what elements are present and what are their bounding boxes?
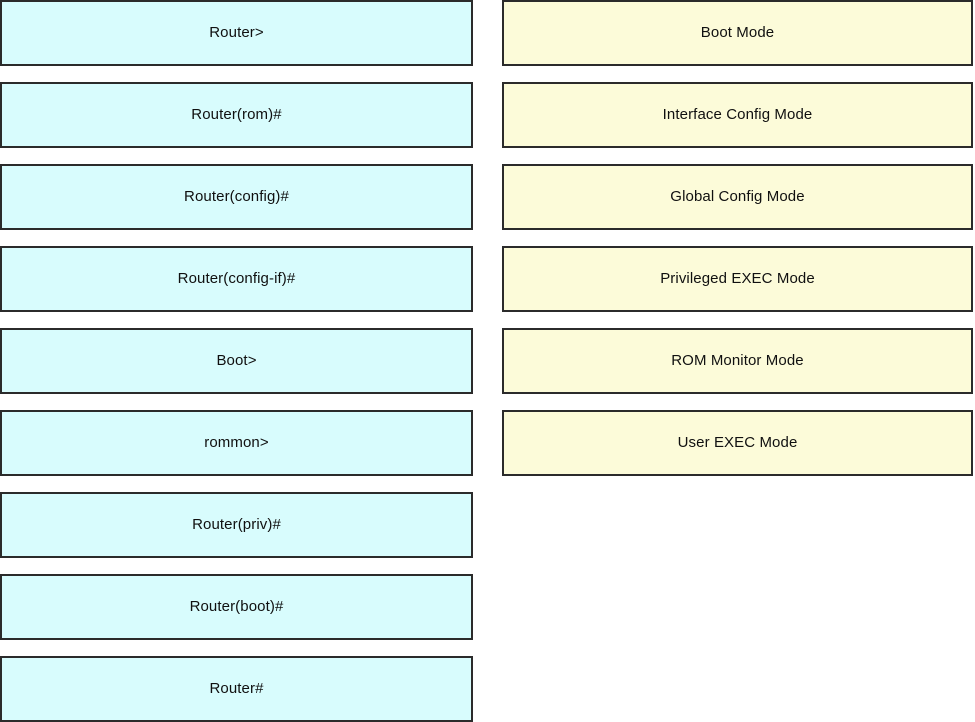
mode-card-interface-config-mode[interactable]: Interface Config Mode	[502, 82, 973, 148]
prompt-card-label: rommon>	[204, 434, 269, 451]
prompt-card-label: Router(rom)#	[191, 106, 282, 123]
prompt-card-label: Router(boot)#	[189, 598, 284, 615]
prompt-card-router-config[interactable]: Router(config)#	[0, 164, 473, 230]
mode-card-global-config-mode[interactable]: Global Config Mode	[502, 164, 973, 230]
prompt-card-router-priv-exec[interactable]: Router#	[0, 656, 473, 722]
mode-card-label: User EXEC Mode	[677, 434, 798, 451]
prompt-card-rommon[interactable]: rommon>	[0, 410, 473, 476]
mode-card-rom-monitor-mode[interactable]: ROM Monitor Mode	[502, 328, 973, 394]
prompt-card-router-rom[interactable]: Router(rom)#	[0, 82, 473, 148]
prompt-card-label: Router#	[209, 680, 264, 697]
mode-card-label: Interface Config Mode	[662, 106, 813, 123]
mode-card-user-exec-mode[interactable]: User EXEC Mode	[502, 410, 973, 476]
mode-card-label: ROM Monitor Mode	[671, 352, 804, 369]
prompt-card-label: Router(config-if)#	[177, 270, 296, 287]
mode-card-label: Privileged EXEC Mode	[660, 270, 815, 287]
prompt-card-router-config-if[interactable]: Router(config-if)#	[0, 246, 473, 312]
prompt-card-boot[interactable]: Boot>	[0, 328, 473, 394]
mode-card-label: Global Config Mode	[670, 188, 805, 205]
mode-card-boot-mode[interactable]: Boot Mode	[502, 0, 973, 66]
prompt-card-router-priv[interactable]: Router(priv)#	[0, 492, 473, 558]
prompt-card-label: Router(config)#	[184, 188, 289, 205]
prompt-card-label: Boot>	[216, 352, 257, 369]
mode-card-label: Boot Mode	[700, 24, 775, 41]
prompt-card-router-boot[interactable]: Router(boot)#	[0, 574, 473, 640]
prompt-card-router-user[interactable]: Router>	[0, 0, 473, 66]
mode-card-privileged-exec-mode[interactable]: Privileged EXEC Mode	[502, 246, 973, 312]
prompt-card-label: Router(priv)#	[192, 516, 281, 533]
prompt-card-label: Router>	[209, 24, 264, 41]
